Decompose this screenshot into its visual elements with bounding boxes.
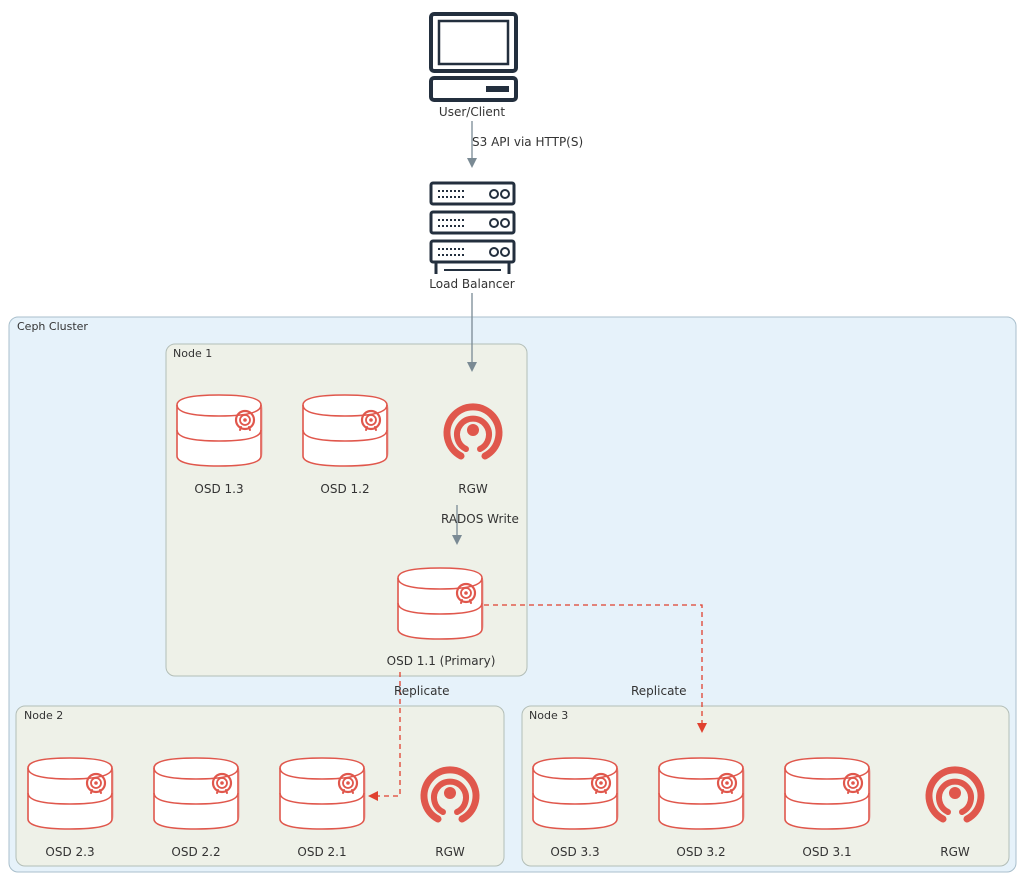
osd-2-1-node[interactable]: OSD 2.1 <box>278 756 368 859</box>
ceph-disk-icon <box>657 756 747 831</box>
osd-3-2-node[interactable]: OSD 3.2 <box>657 756 747 859</box>
osd-1-3-label: OSD 1.3 <box>194 482 243 496</box>
ceph-disk-icon <box>26 756 116 831</box>
load-balancer-label: Load Balancer <box>429 277 514 291</box>
node-3-group: Node 3 <box>521 705 1010 867</box>
edge-label-replicate-node2: Replicate <box>394 684 450 698</box>
edge-label-s3-api: S3 API via HTTP(S) <box>472 135 583 149</box>
edge-client-lb: S3 API via HTTP(S) <box>467 121 583 168</box>
edge-rgw-osd11: RADOS Write <box>441 505 519 545</box>
osd-1-1-label: OSD 1.1 (Primary) <box>387 654 496 668</box>
node-2-label: Node 2 <box>24 709 63 722</box>
node-1-label: Node 1 <box>173 347 212 360</box>
ceph-disk-icon <box>783 756 873 831</box>
user-client-label: User/Client <box>439 105 505 119</box>
ceph-disk-icon <box>301 393 391 468</box>
node-2-group: Node 2 <box>15 705 505 867</box>
osd-2-2-label: OSD 2.2 <box>171 845 220 859</box>
osd-2-3-label: OSD 2.3 <box>45 845 94 859</box>
rgw-node-2[interactable]: RGW <box>424 770 476 859</box>
osd-3-3-node[interactable]: OSD 3.3 <box>531 756 621 859</box>
ceph-disk-icon <box>175 393 265 468</box>
osd-1-2-label: OSD 1.2 <box>320 482 369 496</box>
osd-1-3-node[interactable]: OSD 1.3 <box>175 393 265 496</box>
ceph-disk-icon <box>152 756 242 831</box>
ceph-cluster-label: Ceph Cluster <box>17 320 88 333</box>
ceph-disk-icon <box>531 756 621 831</box>
rgw-node-3[interactable]: RGW <box>929 770 981 859</box>
osd-3-3-label: OSD 3.3 <box>550 845 599 859</box>
edge-replicate-node2: Replicate <box>368 672 450 801</box>
osd-3-2-label: OSD 3.2 <box>676 845 725 859</box>
computer-terminal-icon <box>429 12 518 102</box>
osd-1-1-node[interactable]: OSD 1.1 (Primary) <box>387 566 496 668</box>
node-3-label: Node 3 <box>529 709 568 722</box>
ceph-disk-icon <box>278 756 368 831</box>
osd-2-1-label: OSD 2.1 <box>297 845 346 859</box>
load-balancer-node[interactable]: Load Balancer <box>429 181 516 291</box>
osd-2-2-node[interactable]: OSD 2.2 <box>152 756 242 859</box>
edge-label-replicate-node3: Replicate <box>631 684 687 698</box>
osd-2-3-node[interactable]: OSD 2.3 <box>26 756 116 859</box>
rgw-node-1[interactable]: RGW <box>447 407 499 496</box>
osd-1-2-node[interactable]: OSD 1.2 <box>301 393 391 496</box>
rgw-node-3-label: RGW <box>940 845 970 859</box>
osd-3-1-node[interactable]: OSD 3.1 <box>783 756 873 859</box>
server-rack-icon <box>429 181 516 274</box>
edge-replicate-node3: Replicate <box>484 604 707 733</box>
edge-label-rados-write: RADOS Write <box>441 512 519 526</box>
user-client-node[interactable]: User/Client <box>429 12 518 119</box>
osd-3-1-label: OSD 3.1 <box>802 845 851 859</box>
ceph-disk-icon <box>396 566 486 641</box>
rgw-node-2-label: RGW <box>435 845 465 859</box>
rgw-node-1-label: RGW <box>458 482 488 496</box>
